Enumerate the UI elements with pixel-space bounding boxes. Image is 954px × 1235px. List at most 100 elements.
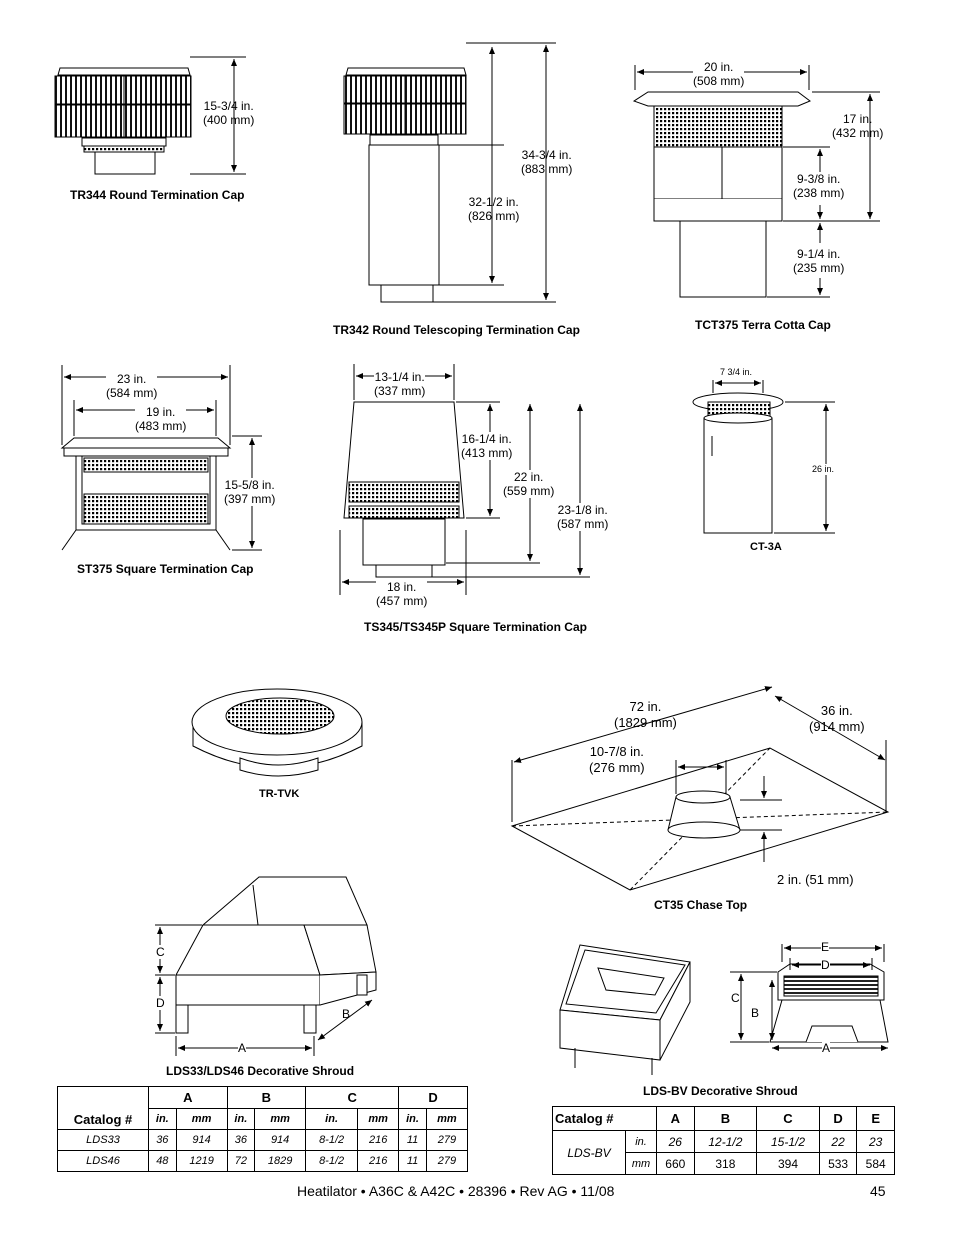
trtvk-drawing [191, 688, 363, 777]
page-number: 45 [870, 1183, 886, 1199]
bv-cell: 15-1/2 [756, 1130, 820, 1153]
lds-unit: in. [148, 1108, 177, 1130]
lds-col-d: D [398, 1086, 468, 1109]
caption-tr342: TR342 Round Telescoping Termination Cap [333, 323, 580, 337]
bv-cell: 318 [693, 1152, 758, 1175]
lds-unit: mm [357, 1108, 400, 1130]
bv-col-b: B [693, 1106, 758, 1131]
tr344-drawing [54, 56, 246, 175]
ct35-36-label: 36 in.(914 mm) [809, 703, 865, 734]
bv-unit: in. [625, 1130, 657, 1153]
lds33-drawing [155, 876, 377, 1056]
bv-letter-a: A [822, 1041, 831, 1055]
ct35-2in-label: 2 in. (51 mm) [777, 872, 854, 887]
lds-row-name: LDS33 [57, 1129, 149, 1151]
ct35-10-label: 10-7/8 in.(276 mm) [589, 744, 645, 775]
ct3a-drawing [692, 380, 835, 534]
lds-cell: 1829 [254, 1150, 307, 1172]
ts345-height3-label: 23-1/8 in.(587 mm) [557, 503, 609, 531]
caption-ct3a: CT-3A [750, 541, 782, 553]
st375-drawing [60, 365, 262, 551]
table-row: LDS46 48 1219 72 1829 8-1/2 216 11 279 [57, 1150, 469, 1172]
lds-cell: 1219 [175, 1150, 228, 1172]
lds-cell: 8-1/2 [305, 1150, 359, 1172]
lds-cell: 279 [425, 1150, 469, 1172]
lds-cell: 8-1/2 [305, 1129, 359, 1151]
lds-letter-d: D [156, 996, 165, 1010]
bv-row-name: LDS-BV [552, 1130, 626, 1175]
bv-cell: 22 [818, 1130, 858, 1153]
lds-cell: 216 [357, 1129, 400, 1151]
table-row: LDS33 36 914 36 914 8-1/2 216 11 279 [57, 1129, 469, 1151]
lds-unit: in. [226, 1108, 256, 1130]
lds-row-name: LDS46 [57, 1150, 149, 1172]
ts345-height1-label: 16-1/4 in.(413 mm) [461, 432, 513, 460]
table-row: LDS-BV in. 26 12-1/2 15-1/2 22 23 [552, 1130, 895, 1175]
lds-unit: in. [305, 1108, 359, 1130]
ct3a-width-label: 7 3/4 in. [720, 367, 753, 377]
tr342-height2-label: 32-1/2 in.(826 mm) [468, 195, 520, 223]
lds-col-c: C [305, 1086, 400, 1109]
lds-cell: 914 [254, 1129, 307, 1151]
lds-unit: in. [398, 1108, 427, 1130]
bv-cell: 26 [656, 1130, 695, 1153]
bv-cell: 394 [756, 1152, 820, 1175]
st375-width1-label: 23 in.(584 mm) [106, 372, 158, 400]
tr342-drawing [343, 42, 556, 303]
bv-cell: 660 [656, 1152, 695, 1175]
caption-ts345: TS345/TS345P Square Termination Cap [364, 620, 587, 634]
lds-cell: 914 [175, 1129, 228, 1151]
tr342-height-label: 34-3/4 in.(883 mm) [521, 148, 573, 176]
table-row: mm 660 318 394 533 584 [553, 1152, 895, 1175]
ts345-drawing [339, 364, 590, 595]
lds-unit: mm [254, 1108, 307, 1130]
lds-col-b: B [226, 1086, 307, 1109]
caption-tct375: TCT375 Terra Cotta Cap [695, 318, 831, 332]
st375-width2-label: 19 in.(483 mm) [135, 405, 187, 433]
bv-unit: mm [625, 1152, 657, 1175]
caption-st375: ST375 Square Termination Cap [77, 562, 254, 576]
ct3a-height-label: 26 in. [812, 464, 835, 475]
bv-col-c: C [756, 1106, 820, 1131]
lds-cell: 11 [398, 1129, 427, 1151]
bv-cell: 23 [856, 1130, 895, 1153]
caption-ldsbv: LDS-BV Decorative Shroud [643, 1084, 798, 1098]
bv-col-e: E [856, 1106, 895, 1131]
caption-trtvk: TR-TVK [259, 788, 300, 800]
lds-cell: 36 [148, 1129, 177, 1151]
tct375-height3-label: 9-1/4 in.(235 mm) [793, 247, 845, 275]
lds-unit: mm [425, 1108, 469, 1130]
lds-letter-b: B [342, 1007, 351, 1021]
st375-height-label: 15-5/8 in.(397 mm) [224, 478, 276, 506]
bv-letter-b: B [751, 1006, 760, 1020]
ct35-72-label: 72 in.(1829 mm) [614, 699, 677, 730]
tct375-drawing [632, 65, 880, 298]
ldsbv-drawing [559, 944, 889, 1075]
lds-cell: 216 [357, 1150, 400, 1172]
lds-letter-c: C [156, 945, 165, 959]
ts345-width2-label: 18 in.(457 mm) [376, 580, 428, 608]
ts345-width-label: 13-1/4 in.(337 mm) [374, 370, 426, 398]
lds-cell: 48 [148, 1150, 177, 1172]
lds-cell: 36 [226, 1129, 256, 1151]
lds-cell: 279 [425, 1129, 469, 1151]
lds-spec-table: Catalog # A B C D in. mm in. mm in. mm i… [57, 1086, 469, 1172]
ldsbv-spec-table: Catalog # A B C D E LDS-BV in. 26 12-1/2… [552, 1106, 895, 1175]
lds-catalog-header: Catalog # [57, 1086, 149, 1130]
lds-cell: 72 [226, 1150, 256, 1172]
caption-tr344: TR344 Round Termination Cap [70, 188, 245, 202]
caption-lds33: LDS33/LDS46 Decorative Shroud [166, 1064, 355, 1078]
bv-catalog-header: Catalog # [552, 1106, 657, 1131]
caption-ct35: CT35 Chase Top [654, 898, 748, 912]
bv-cell: 584 [856, 1152, 895, 1175]
page-footer: Heatilator • A36C & A42C • 28396 • Rev A… [297, 1183, 615, 1199]
tct375-width-label: 20 in.(508 mm) [693, 60, 745, 88]
bv-cell: 12-1/2 [693, 1130, 758, 1153]
tct375-height2-label: 9-3/8 in.(238 mm) [793, 172, 845, 200]
lds-unit: mm [175, 1108, 228, 1130]
bv-col-d: D [818, 1106, 858, 1131]
tr344-height-label: 15-3/4 in.(400 mm) [203, 99, 255, 127]
lds-cell: 11 [398, 1150, 427, 1172]
lds-col-a: A [148, 1086, 228, 1109]
